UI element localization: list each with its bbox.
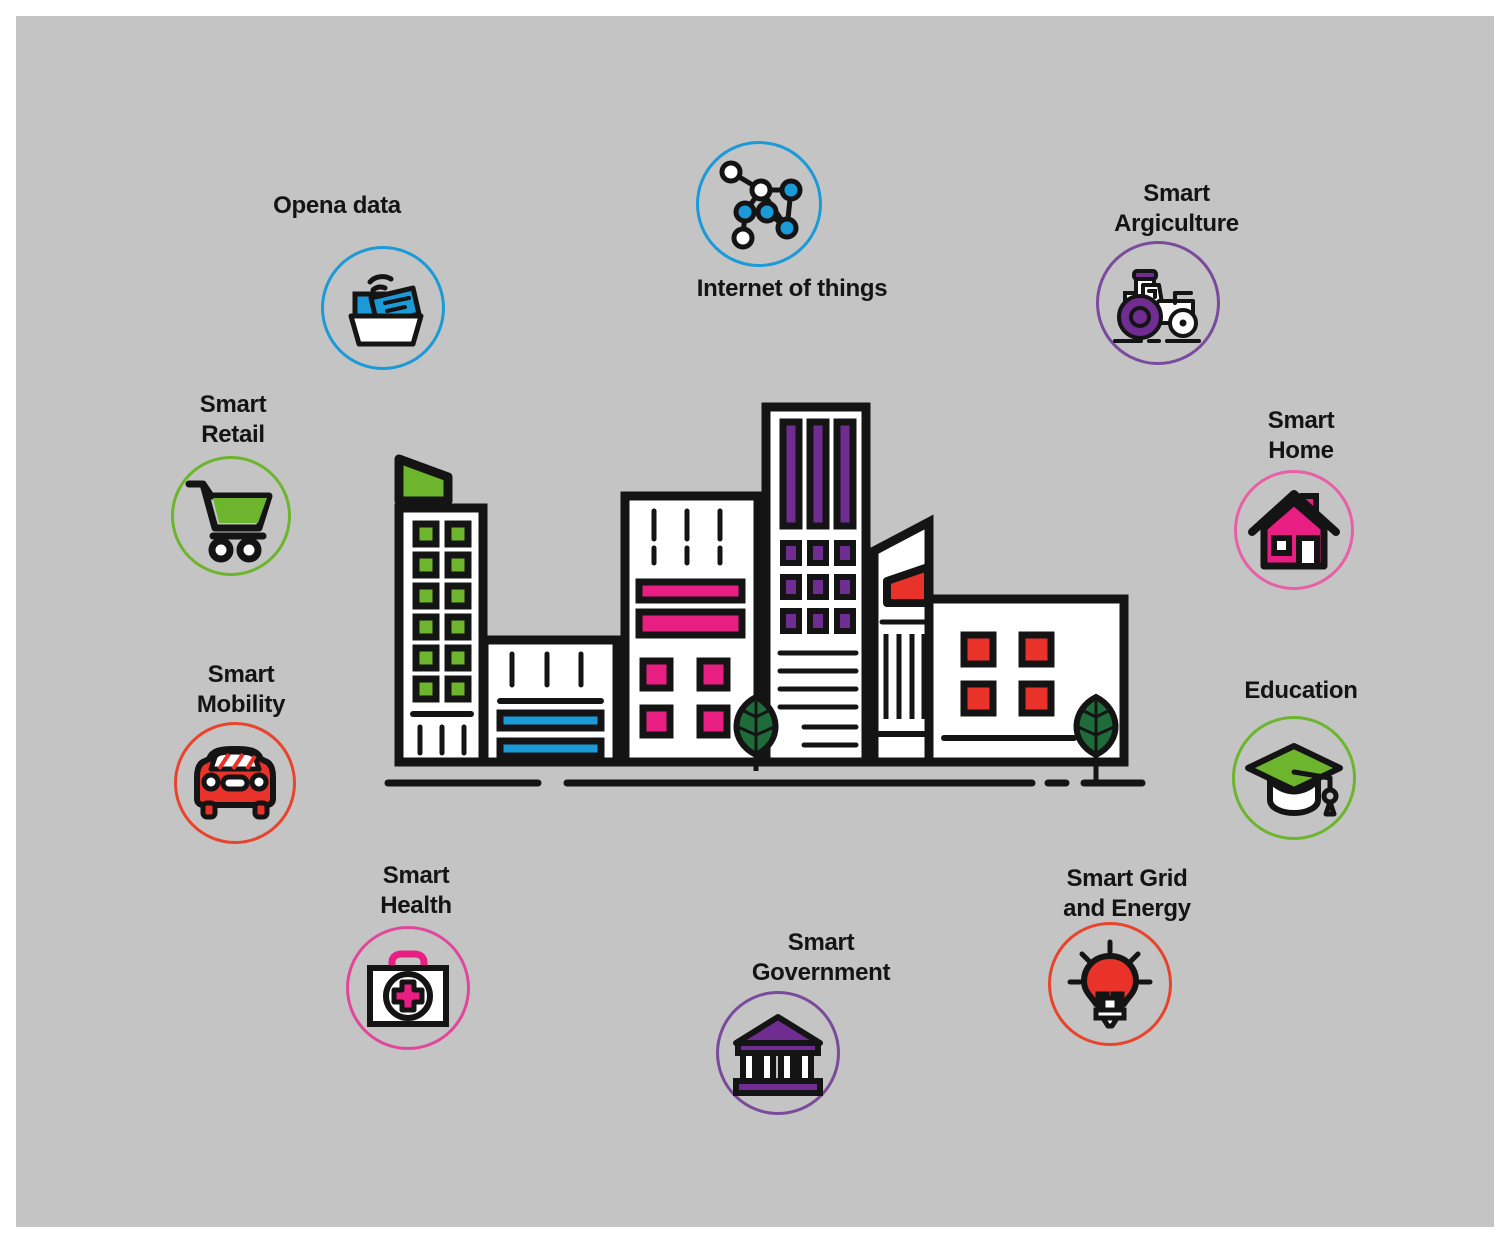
infographic-canvas: Opena data [16,16,1494,1227]
tractor-icon[interactable] [1096,241,1220,365]
folder-documents-wifi-icon[interactable] [321,246,445,370]
smart-health-label: Smart Health [380,862,452,919]
graduation-cap-icon[interactable] [1232,716,1356,840]
internet-of-things-ring [696,141,822,267]
smart-grid-energy-ring [1048,922,1172,1046]
first-aid-kit-icon[interactable] [346,926,470,1050]
smart-home-ring [1234,470,1354,590]
smart-agriculture-label: Smart Argiculture [1114,180,1239,237]
smart-home-label: Smart Home [1267,407,1335,464]
education-ring [1232,716,1356,840]
smart-agriculture-ring [1096,241,1220,365]
tree-left [733,693,779,771]
classical-building-icon[interactable] [716,991,840,1115]
open-data-ring [321,246,445,370]
internet-of-things-label: Internet of things [696,275,888,302]
smart-government-ring [716,991,840,1115]
education-label: Education [1244,677,1358,704]
smart-mobility-label: Smart Mobility [196,661,286,718]
shopping-cart-icon[interactable] [171,456,291,576]
smart-mobility-ring [174,722,296,844]
open-data-label: Opena data [273,192,401,219]
tree-right [1073,693,1119,783]
light-bulb-icon[interactable] [1048,922,1172,1046]
car-icon[interactable] [174,722,296,844]
building-angled-red [869,514,934,767]
smart-grid-energy-label: Smart Grid and Energy [1063,865,1191,922]
network-nodes-icon[interactable] [696,141,822,267]
smart-health-ring [346,926,470,1050]
smart-retail-ring [171,456,291,576]
building-green-tower [394,454,488,767]
building-pink [620,491,763,767]
house-icon[interactable] [1234,470,1354,590]
smart-government-label: Smart Government [751,929,891,986]
building-purple-tower [761,402,871,767]
building-blue-bars [479,635,622,767]
smart-retail-label: Smart Retail [199,391,267,448]
city-skyline-illustration [366,391,1166,801]
